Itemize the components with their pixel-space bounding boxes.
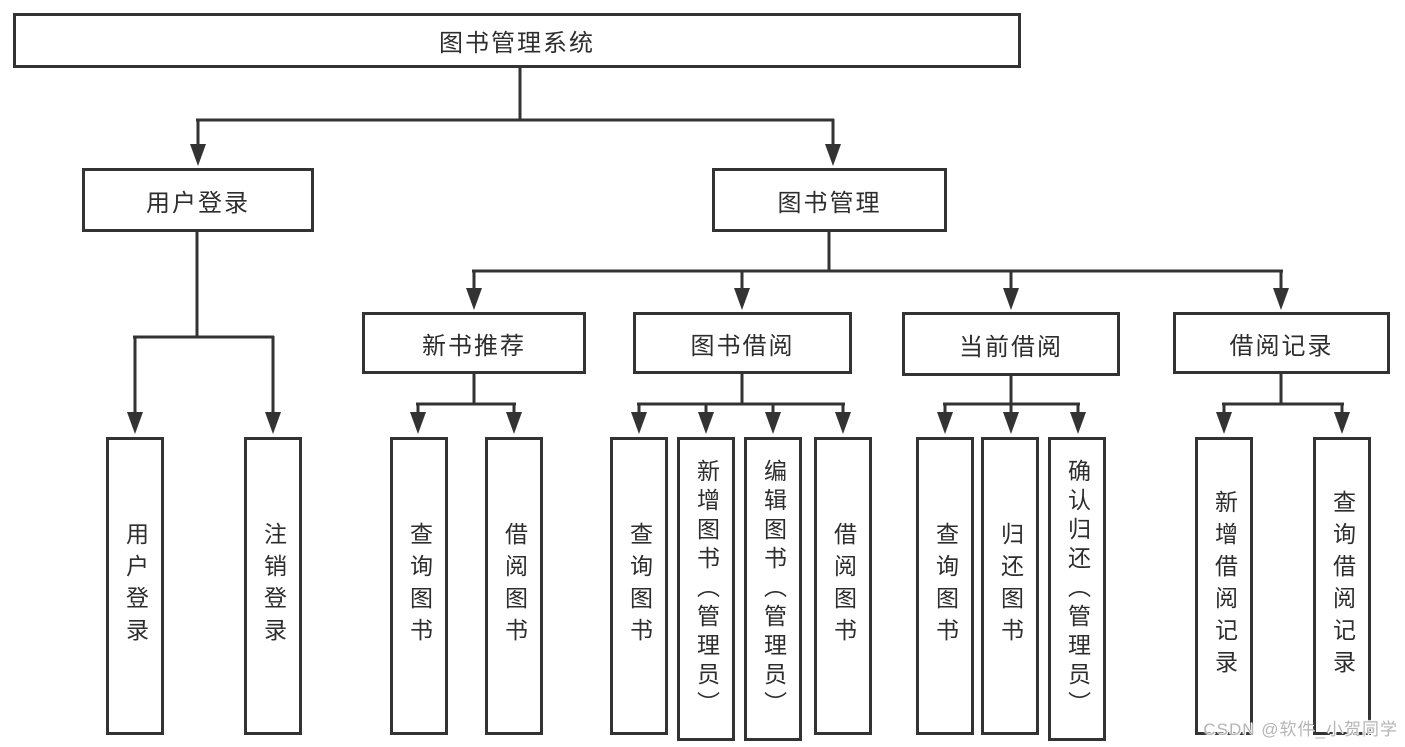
leaf-borrow-book-2: 借阅图书 — [814, 437, 872, 735]
node-root: 图书管理系统 — [13, 13, 1021, 68]
leaf-return-book: 归还图书 — [981, 437, 1039, 735]
node-borrow-record-label: 借阅记录 — [1229, 332, 1334, 360]
leaf-query-borrow-record-label: 查询借阅记录 — [1329, 490, 1356, 682]
leaf-query-book-3: 查询图书 — [916, 437, 974, 735]
node-book-mgmt-branch-label: 图书管理 — [777, 189, 882, 217]
connector-book-mgmt-groups — [466, 232, 1289, 310]
node-book-borrow: 图书借阅 — [633, 312, 852, 374]
leaf-confirm-return-admin: 确认归还（管理员） — [1048, 437, 1106, 741]
leaf-add-book-admin: 新增图书（管理员） — [677, 437, 735, 741]
connector-new-book-children — [410, 373, 522, 434]
leaf-query-book-3-label: 查询图书 — [932, 522, 959, 650]
node-current-borrow-label: 当前借阅 — [959, 333, 1063, 361]
node-current-borrow: 当前借阅 — [902, 312, 1120, 376]
leaf-add-book-admin-label: 新增图书（管理员） — [693, 458, 720, 720]
leaf-borrow-book-2-label: 借阅图书 — [830, 522, 857, 650]
leaf-query-book-2: 查询图书 — [610, 437, 668, 735]
leaf-confirm-return-admin-label: 确认归还（管理员） — [1064, 458, 1091, 720]
node-borrow-record: 借阅记录 — [1173, 312, 1390, 374]
leaf-query-book-1-label: 查询图书 — [406, 522, 433, 650]
node-new-book-recommend-label: 新书推荐 — [422, 332, 526, 360]
node-new-book-recommend: 新书推荐 — [362, 312, 586, 374]
leaf-query-borrow-record: 查询借阅记录 — [1313, 437, 1371, 735]
leaf-edit-book-admin-label: 编辑图书（管理员） — [760, 458, 787, 720]
node-root-label: 图书管理系统 — [439, 30, 595, 57]
connector-current-borrow-children — [937, 375, 1086, 434]
watermark: CSDN @软件_小贺同学 — [1203, 720, 1398, 739]
leaf-borrow-book-1: 借阅图书 — [485, 437, 543, 735]
leaf-logout-label: 注销登录 — [260, 522, 287, 650]
node-user-login-branch: 用户登录 — [82, 168, 314, 232]
leaf-return-book-label: 归还图书 — [997, 522, 1024, 650]
leaf-borrow-book-1-label: 借阅图书 — [501, 522, 528, 650]
leaf-edit-book-admin: 编辑图书（管理员） — [744, 437, 802, 741]
connector-book-borrow-children — [631, 373, 851, 434]
node-book-mgmt-branch: 图书管理 — [712, 168, 947, 232]
node-book-borrow-label: 图书借阅 — [690, 332, 795, 360]
leaf-query-book-2-label: 查询图书 — [626, 522, 653, 650]
connector-borrow-record-children — [1216, 373, 1350, 434]
leaf-query-book-1: 查询图书 — [390, 437, 448, 735]
leaf-user-login-label: 用户登录 — [122, 522, 149, 650]
connector-user-login-children — [127, 232, 281, 434]
leaf-add-borrow-record: 新增借阅记录 — [1195, 437, 1253, 735]
leaf-add-borrow-record-label: 新增借阅记录 — [1211, 490, 1238, 682]
leaf-logout: 注销登录 — [244, 437, 302, 735]
connector-root-to-branches — [190, 68, 841, 166]
node-user-login-branch-label: 用户登录 — [146, 189, 250, 217]
leaf-user-login: 用户登录 — [106, 437, 164, 735]
